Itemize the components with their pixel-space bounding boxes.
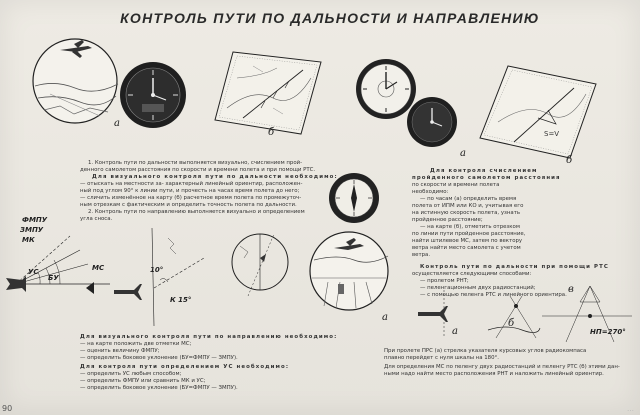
clock-instrument [120,62,186,128]
label-ms: МС [92,264,105,272]
text-line: Для контроля счислением [430,168,538,174]
text-line: — определить боковое уклонение (БУ=ФМПУ … [80,385,238,391]
text-line: пройденного самолетом расстояния [412,175,561,181]
text-line: — отыскать на местности за- характерный … [80,181,303,187]
figure-label-a2: а [460,148,466,159]
text-line: 1. Контроль пути по дальности выполняетс… [88,160,303,166]
heading-indicator-instrument [329,173,379,223]
text-line: При пролете ПРС (а) стрелка указателя ку… [384,348,587,354]
text-line: — на карте (б), отметить отрезком [420,224,520,230]
figure-label-c-bottom: в [568,284,574,295]
text-line: — на карте положить две отметки МС; [80,341,192,347]
two-stations-bearing-diagram [487,295,541,339]
airplane-course-diagram [114,227,205,327]
text-line: — с помощью пеленга РТС и линейного орие… [420,292,567,298]
label-np270: НП=270° [590,328,626,336]
flight-map-illustration-right: S=V [479,65,597,159]
label-bu: БУ [48,274,59,282]
text-line: полета от ИПМ или КО и, учитывая его [412,203,524,209]
text-line: на истинную скорость полета, узнать [412,210,521,216]
text-line: Контроль пути по дальности при помощи РТ… [420,264,609,270]
text-line: ветра найти место самолета с учетом [412,245,521,251]
clock-instrument-small [407,97,457,147]
figure-label-a3: а [382,312,388,323]
text-line: — определить ФМПУ или сравнить МК и УС; [80,378,206,384]
label-deg10: 10° [150,266,164,274]
flight-map-illustration [214,51,322,135]
figure-label-a-bottom: а [452,326,458,337]
label-zmpu: ЗМПУ [20,226,44,234]
svg-text:S=V: S=V [544,130,559,138]
text-line: ными надо найти место расположения РНТ и… [384,371,604,377]
page-title: КОНТРОЛЬ ПУТИ ПО ДАЛЬНОСТИ И НАПРАВЛЕНИЮ [120,10,540,26]
page-number: 90 [2,404,13,413]
text-line: — пеленгационным двух радиостанций; [420,285,536,291]
text-line: Для определения МС по пеленгу двух радио… [384,364,620,370]
text-line: ным отрезкам с фактическим и определить … [80,202,297,208]
text-line: — оценить величину ФМПУ; [80,348,160,354]
text-line: по линии пути пройденное расстояние, [412,231,526,237]
text-line: — сличить изменённое на карту (б) расчет… [80,195,302,201]
figure-label-b2: б [566,155,573,166]
text-line: — пролетом РНТ; [420,278,469,284]
text-line: пройденное расстояние; [412,217,483,223]
label-us: УС [28,268,39,276]
course-circle-diagram [231,233,289,297]
text-line: — по часам (а) определить время [420,196,517,202]
text-line: по скорости и времени полета [412,182,500,188]
text-line: ветра. [412,252,431,258]
clock-instrument-large [356,59,416,119]
label-mk: МК [22,236,35,244]
text-line: — определить боковое уклонение (БУ=ФМПУ … [80,355,238,361]
text-line: Для визуального контроля пути по направл… [80,334,338,340]
text-line: найти штилевое МС, затем по вектору [412,238,523,244]
text-line: Для контроля пути определением УС необхо… [80,364,290,370]
airplane-over-terrain-illustration [32,38,119,124]
figure-label-a1: а [114,118,120,129]
text-line: денного самолетом расстояния по скорости… [80,167,316,173]
drift-angle-diagram [6,235,110,294]
text-line: 2. Контроль пути по направлению выполняе… [88,209,305,215]
text-line: Для визуального контроля пути по дальнос… [92,174,338,180]
text-line: — определить УС любым способом; [80,371,182,377]
text-line: плавно перейдет с нуля шкалы на 180°. [384,355,499,361]
text-line: необходимо: [412,189,449,195]
label-fmpu: ФМПУ [22,216,48,224]
text-line: осуществляется следующими способами: [412,271,532,277]
label-k15: К 15° [170,296,192,304]
text-line: угла сноса. [80,216,113,222]
figure-label-b1: б [268,127,275,138]
watermark: … [627,405,634,413]
terrain-view-illustration [309,231,389,311]
text-line: ный под углом 90° к линии пути, и прочес… [80,188,300,194]
radio-compass-diagram [418,290,448,338]
figure-label-b-bottom: б [508,318,515,329]
bearing-linear-landmark-diagram [542,285,632,343]
